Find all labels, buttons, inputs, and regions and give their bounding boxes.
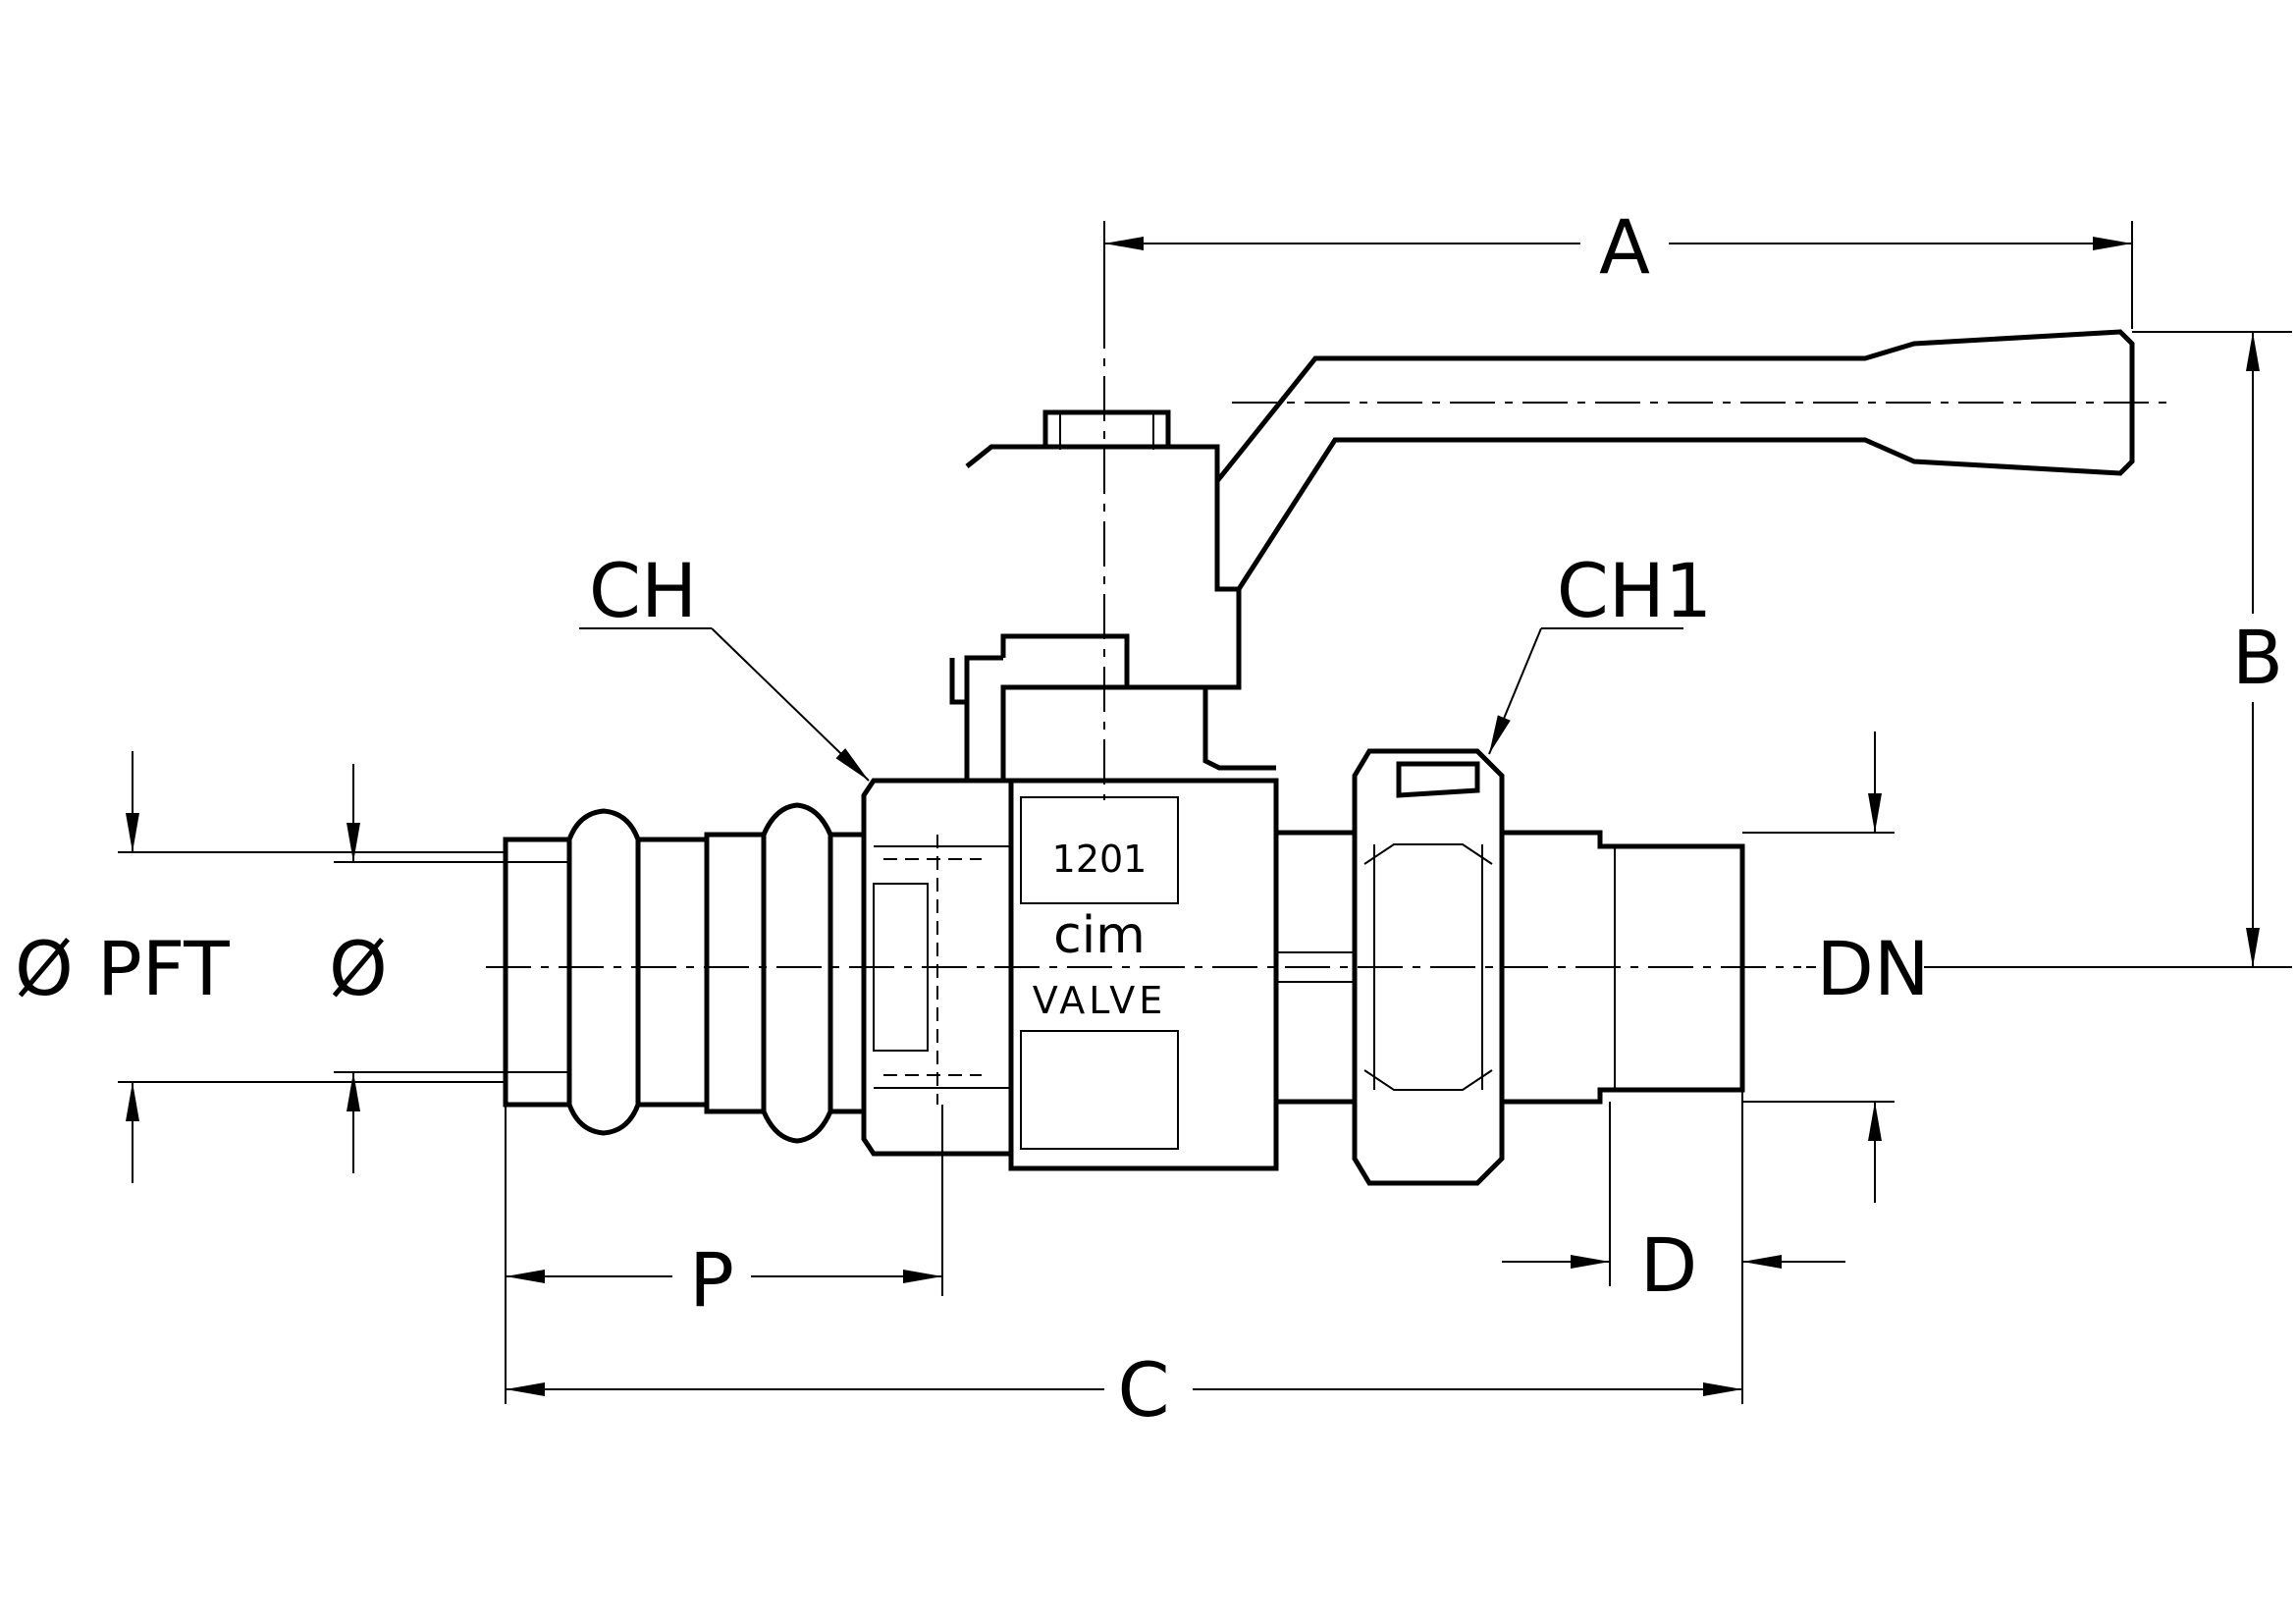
dimension-d [1502, 1102, 1845, 1286]
dimension-phi [334, 764, 569, 1173]
dimension-b-label: B [2232, 614, 2283, 701]
dimension-b [1806, 331, 2292, 968]
dimension-phi-label: Ø [329, 925, 388, 1012]
leader-ch1 [1488, 627, 1683, 755]
dimension-c-label: C [1117, 1346, 1169, 1434]
body-code-marking: 1201 [1052, 838, 1148, 881]
dimension-d-label: D [1640, 1221, 1698, 1309]
dimension-p-label: P [689, 1236, 734, 1324]
dimension-phi-pft [118, 751, 506, 1183]
dimension-phi-pft-label: Ø PFT [15, 925, 230, 1012]
brand-logo: cim [1053, 906, 1146, 965]
leader-ch-label: CH [589, 547, 697, 634]
dimension-a-label: A [1599, 203, 1650, 291]
valve-body [503, 329, 2135, 1186]
leader-ch1-label: CH1 [1557, 547, 1713, 634]
dimension-dn-label: DN [1816, 925, 1929, 1012]
dimension-dn [1742, 731, 1895, 1203]
leader-ch [579, 627, 870, 782]
brand-subtitle: VALVE [1033, 979, 1167, 1022]
